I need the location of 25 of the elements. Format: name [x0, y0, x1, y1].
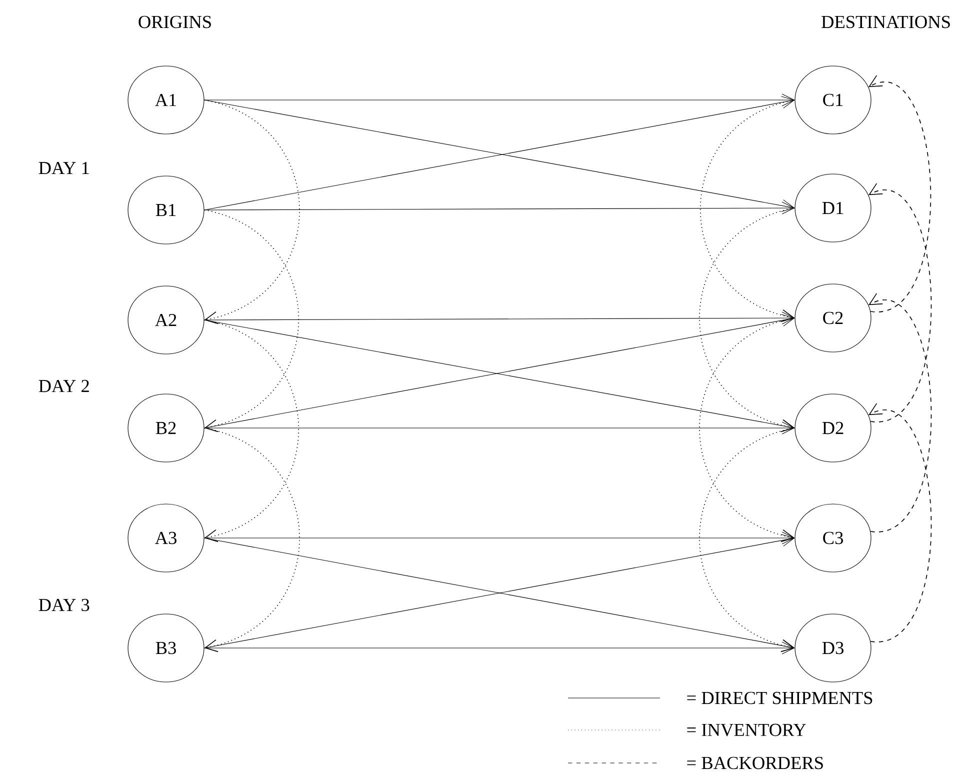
- arrow: [204, 210, 300, 432]
- arrow: [204, 202, 795, 214]
- day-label: DAY 3: [38, 598, 90, 612]
- arrow: [204, 532, 795, 544]
- arrow: [700, 100, 796, 322]
- arrow: [204, 320, 300, 542]
- arrow: [204, 642, 795, 654]
- legend-text: = DIRECT SHIPMENTS: [687, 692, 872, 704]
- legend-text: = INVENTORY: [687, 724, 806, 736]
- arrow: [868, 403, 932, 642]
- column-heading: DESTINATIONS: [822, 16, 950, 28]
- column-heading: ORIGINS: [138, 16, 211, 28]
- arrow: [868, 293, 932, 532]
- arrow: [868, 75, 932, 312]
- arrow: [204, 94, 795, 106]
- arrow: [204, 428, 300, 652]
- legend-text: = BACKORDERS: [687, 756, 823, 770]
- arrow: [868, 183, 932, 422]
- day-label: DAY 2: [38, 380, 89, 392]
- arrow: [699, 428, 796, 652]
- arrow: [204, 100, 300, 324]
- day-label: DAY 1: [38, 162, 89, 174]
- arrow: [699, 208, 796, 432]
- arrow: [699, 318, 796, 542]
- arrow: [204, 422, 795, 434]
